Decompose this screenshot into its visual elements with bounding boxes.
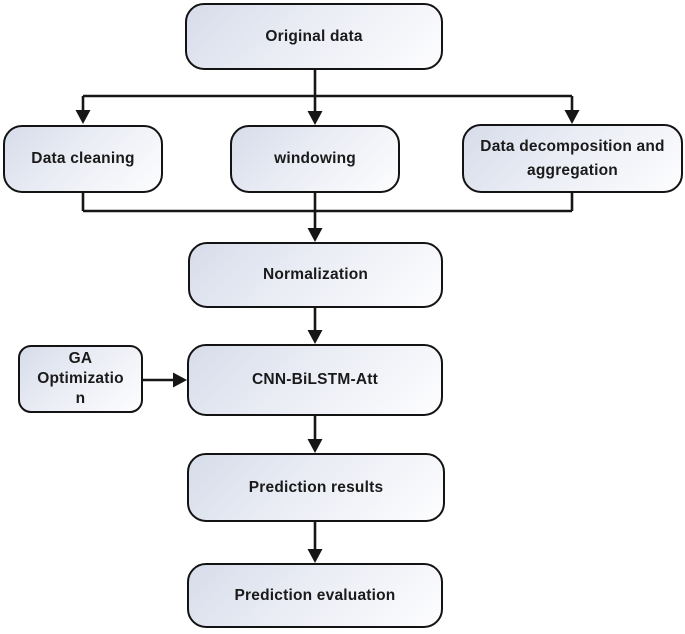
node-ga-optimization: GA Optimizatio n — [18, 345, 143, 413]
node-label-original-data: Original data — [265, 27, 363, 45]
arrowhead-decomp — [564, 110, 580, 124]
node-label-prediction-evaluation: Prediction evaluation — [234, 586, 396, 604]
node-label-windowing: windowing — [274, 150, 356, 168]
node-prediction-results: Prediction results — [187, 453, 445, 522]
arrowhead-results — [307, 439, 323, 453]
node-windowing: windowing — [230, 125, 400, 193]
arrowhead-cnn-left — [173, 372, 187, 388]
arrowhead-normalization — [307, 228, 323, 242]
node-label-ga-optimization-line2: Optimizatio — [37, 370, 124, 388]
node-label-data-decomposition-aggregation: Data decomposition and aggregation — [480, 138, 665, 179]
node-label-data-cleaning: Data cleaning — [31, 150, 135, 168]
node-cnn-bilstm-att: CNN-BiLSTM-Att — [187, 344, 443, 416]
node-label-normalization: Normalization — [262, 266, 369, 284]
arrowhead-evaluation — [307, 549, 323, 563]
node-original-data: Original data — [185, 3, 443, 70]
node-normalization: Normalization — [188, 242, 443, 308]
node-prediction-evaluation: Prediction evaluation — [187, 563, 443, 628]
arrowhead-cleaning — [75, 110, 91, 124]
node-label-ga-optimization-line3: n — [75, 389, 86, 407]
node-data-decomposition-aggregation: Data decomposition and aggregation — [462, 124, 683, 193]
node-label-ga-optimization-line1: GA — [68, 350, 93, 368]
arrowhead-windowing — [307, 111, 323, 125]
node-label-prediction-results: Prediction results — [248, 478, 384, 496]
node-data-cleaning: Data cleaning — [3, 125, 163, 193]
arrowhead-cnn-top — [307, 330, 323, 344]
node-label-cnn-bilstm-att: CNN-BiLSTM-Att — [252, 371, 378, 389]
